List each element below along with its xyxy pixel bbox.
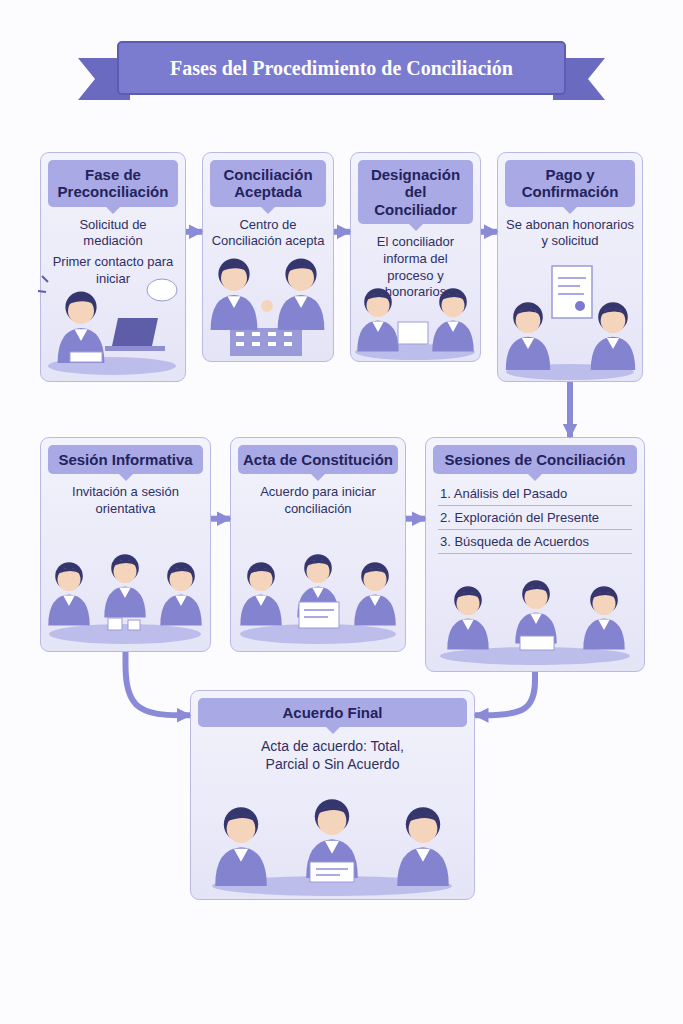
phase-description: Invitación a sesión orientativa: [41, 482, 210, 520]
flow-arrow: [186, 229, 202, 235]
phase-description: El conciliador informa del proceso y hon…: [351, 232, 480, 304]
person-figure: [591, 302, 635, 370]
person-figure: [48, 562, 89, 625]
person-figure: [306, 799, 358, 878]
step-item: 2. Exploración del Presente: [438, 506, 632, 530]
title-slot: Fases del Procedimiento de Conciliación: [118, 42, 565, 94]
title-ribbon: [78, 42, 605, 100]
phase-box: Sesiones de Conciliación 1. Análisis del …: [425, 437, 645, 672]
phase-box: Acuerdo FinalActa de acuerdo: Total, Par…: [190, 690, 475, 900]
phase-description: Acuerdo para iniciar conciliación: [231, 482, 405, 520]
step-item: 3. Búsqueda de Acuerdos: [438, 530, 632, 554]
phase-heading: Conciliación Aceptada: [210, 160, 326, 207]
phase-box: Pago y Confirmación Se abonan honorarios …: [497, 152, 643, 382]
flow-arrow: [334, 229, 350, 235]
person-figure: [432, 288, 473, 351]
diagram-title: Fases del Procedimiento de Conciliación: [170, 57, 513, 80]
phase-description: Primer contacto para iniciar: [41, 252, 185, 290]
handshake: [261, 300, 273, 312]
phase-box: Fase de PreconciliaciónSolicitud de medi…: [40, 152, 186, 382]
flow-arrow: [406, 516, 425, 522]
cup: [128, 620, 140, 630]
scene-designation: [355, 288, 475, 360]
laptop-base: [105, 346, 165, 351]
speech-bubble: [147, 279, 177, 301]
person-figure: [297, 554, 338, 617]
person-figure: [583, 586, 624, 649]
person-figure: [160, 562, 201, 625]
person-figure: [215, 807, 267, 886]
scene-information: [48, 554, 201, 644]
step-item: 1. Análisis del Pasado: [438, 482, 632, 506]
table: [48, 357, 176, 375]
flow-arrow: [475, 672, 535, 715]
scene-accepted: [211, 259, 325, 357]
document: [299, 602, 339, 628]
paper: [520, 636, 554, 650]
table: [355, 344, 475, 360]
phase-description: Se abonan honorarios y solicitud: [498, 215, 642, 253]
scene-payment: [506, 266, 635, 380]
flow-arrow: [211, 516, 230, 522]
document-lines: [316, 869, 348, 875]
person-figure: [515, 580, 556, 643]
phase-box: Sesión InformativaInvitación a sesión or…: [40, 437, 211, 652]
flow-arrow: [567, 382, 573, 437]
flow-arrow: [126, 652, 191, 715]
cup: [108, 618, 122, 630]
flow-arrow: [481, 229, 497, 235]
person-figure: [211, 259, 258, 331]
phase-heading: Pago y Confirmación: [505, 160, 635, 207]
table: [240, 624, 396, 644]
building: [230, 328, 302, 356]
person-figure: [278, 259, 325, 331]
person-figure: [357, 288, 398, 351]
phase-description: Acta de acuerdo: Total, Parcial o Sin Ac…: [233, 735, 433, 775]
phase-description: Solicitud de mediación: [41, 215, 185, 253]
ribbon-body: [118, 42, 565, 94]
spark-lines: [38, 276, 48, 292]
scene-preconciliation: [38, 276, 177, 375]
table: [49, 624, 201, 644]
table: [440, 647, 630, 665]
person-figure: [240, 562, 281, 625]
document-lines: [304, 610, 334, 617]
person-figure: [58, 292, 105, 364]
phase-box: Conciliación AceptadaCentro de Conciliac…: [202, 152, 334, 362]
document-lines: [558, 278, 586, 294]
ribbon-tail: [553, 58, 605, 100]
phase-box: Acta de ConstituciónAcuerdo para iniciar…: [230, 437, 406, 652]
person-figure: [447, 586, 488, 649]
paper: [70, 352, 102, 362]
seal: [575, 301, 585, 311]
paper: [398, 322, 428, 344]
person-figure: [104, 554, 145, 617]
laptop: [112, 318, 158, 346]
scene-constitution: [240, 554, 396, 644]
table: [212, 876, 452, 896]
building-windows: [236, 334, 292, 344]
phase-heading: Acta de Constitución: [238, 445, 398, 474]
phase-heading: Sesiones de Conciliación: [433, 445, 637, 474]
phase-heading: Fase de Preconciliación: [48, 160, 178, 207]
ribbon-tail: [78, 58, 130, 100]
document: [310, 862, 354, 882]
person-figure: [506, 302, 550, 370]
table: [506, 364, 634, 380]
phase-heading: Designación del Conciliador: [358, 160, 473, 224]
phase-heading: Sesión Informativa: [48, 445, 203, 474]
person-figure: [354, 562, 395, 625]
phase-description: Centro de Conciliación acepta: [203, 215, 333, 253]
scene-sessions: [440, 580, 630, 665]
phase-box: Designación del Conciliador El conciliado…: [350, 152, 481, 362]
phase-heading: Acuerdo Final: [198, 698, 467, 727]
scene-final-agreement: [212, 799, 452, 896]
person-figure: [397, 807, 449, 886]
document: [552, 266, 592, 318]
